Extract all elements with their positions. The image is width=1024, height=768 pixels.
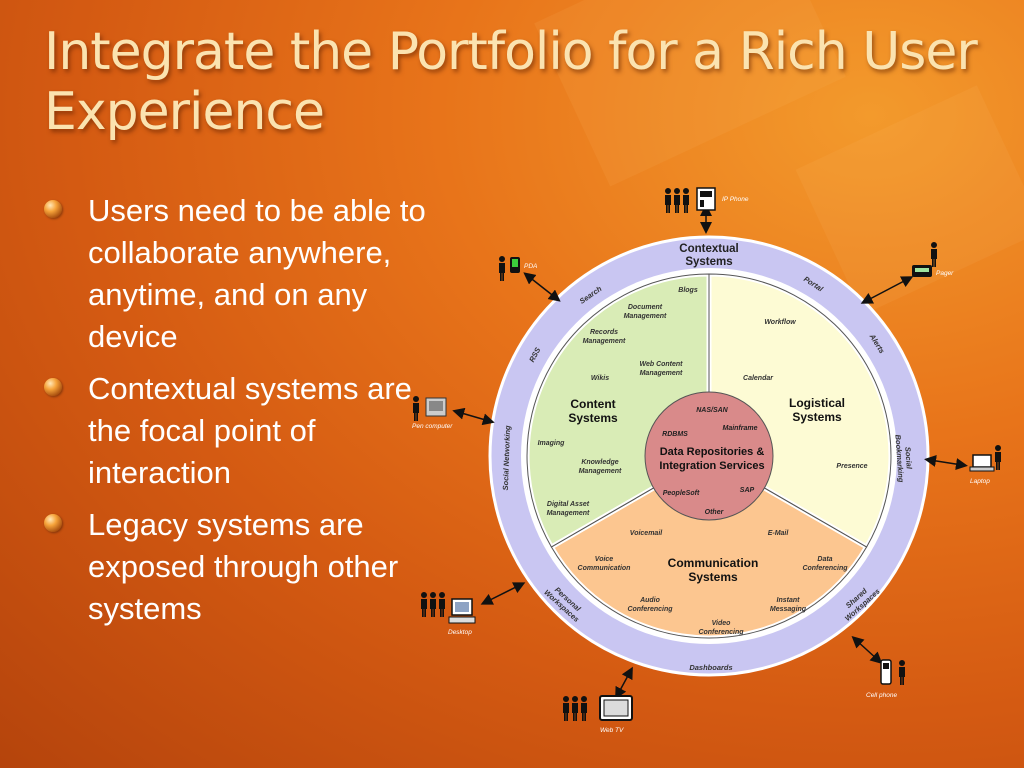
center-item-sap: SAP: [740, 487, 755, 494]
connector-pen-computer: [452, 407, 495, 426]
connector-web-tv: [615, 666, 633, 700]
logistical-item-presence: Presence: [836, 463, 867, 470]
cell-phone-icon: [880, 659, 892, 685]
logistical-item-calendar: Calendar: [743, 375, 774, 382]
person-icon: [899, 660, 905, 685]
content-item-wikis: Wikis: [591, 375, 609, 382]
bullet-item: Legacy systems are exposed through other…: [40, 504, 440, 630]
pda-icon: [510, 257, 520, 273]
bullet-icon: [44, 200, 62, 218]
center-item-nas-san: NAS/SAN: [696, 407, 728, 414]
web-tv-icon: [599, 695, 633, 721]
people-icon: [421, 592, 445, 617]
device-label-web-tv: Web TV: [600, 727, 624, 734]
connector-pda: [523, 272, 561, 302]
ip-phone-icon: [696, 187, 716, 211]
communication-item-email: E-Mail: [768, 530, 790, 537]
logistical-sector-outline: [708, 273, 892, 548]
bullet-icon: [44, 514, 62, 532]
pager-icon: [912, 265, 932, 277]
device-label-ip-phone: IP Phone: [722, 196, 749, 203]
person-icon: [499, 256, 505, 281]
bullet-list: Users need to be able to collaborate any…: [40, 190, 440, 640]
person-icon: [931, 242, 937, 267]
data-repositories-title: Data Repositories &Integration Services: [659, 446, 764, 472]
device-label-pda: PDA: [524, 263, 537, 270]
connector-pager: [860, 276, 914, 304]
person-icon: [995, 445, 1001, 470]
center-item-peoplesoft: PeopleSoft: [663, 490, 700, 497]
ring-label-social-bookmarking: SocialBookmarking: [893, 434, 914, 483]
bullet-item: Contextual systems are the focal point o…: [40, 368, 440, 494]
ring-label-dashboards: Dashboards: [689, 663, 732, 672]
content-item-imaging: Imaging: [538, 440, 566, 447]
bullet-text: Legacy systems are exposed through other…: [88, 507, 399, 626]
bullet-icon: [44, 378, 62, 396]
device-label-pager: Pager: [936, 270, 954, 277]
bullet-item: Users need to be able to collaborate any…: [40, 190, 440, 358]
logistical-item-workflow: Workflow: [764, 319, 796, 326]
connector-laptop: [924, 454, 968, 471]
device-label-cell-phone: Cell phone: [866, 692, 897, 699]
communication-sector-outline: [550, 455, 868, 639]
connector-desktop: [480, 582, 526, 605]
person-icon: [413, 396, 419, 421]
bullet-text: Users need to be able to collaborate any…: [88, 193, 426, 354]
laptop-icon: [969, 454, 995, 472]
device-label-pen-computer: Pen computer: [412, 423, 453, 430]
content-item-blogs: Blogs: [678, 287, 698, 294]
center-item-rdbms: RDBMS: [662, 431, 688, 438]
people-icon: [563, 696, 587, 721]
content-sector-outline: [526, 273, 710, 548]
center-item-mainframe: Mainframe: [722, 425, 757, 432]
people-icon: [665, 188, 689, 213]
connector-cell-phone: [851, 635, 883, 665]
bullet-text: Contextual systems are the focal point o…: [88, 371, 412, 490]
ring-label-social-networking: Social Networking: [501, 425, 512, 491]
device-label-desktop: Desktop: [448, 629, 472, 636]
device-label-laptop: Laptop: [970, 478, 990, 485]
pen-computer-icon: [425, 397, 447, 417]
center-item-other: Other: [705, 509, 725, 516]
communication-item-voicemail: Voicemail: [630, 530, 663, 537]
data-repositories-circle: [644, 391, 774, 521]
slide-title: Integrate the Portfolio for a Rich User …: [44, 22, 978, 142]
desktop-icon: [448, 598, 476, 624]
